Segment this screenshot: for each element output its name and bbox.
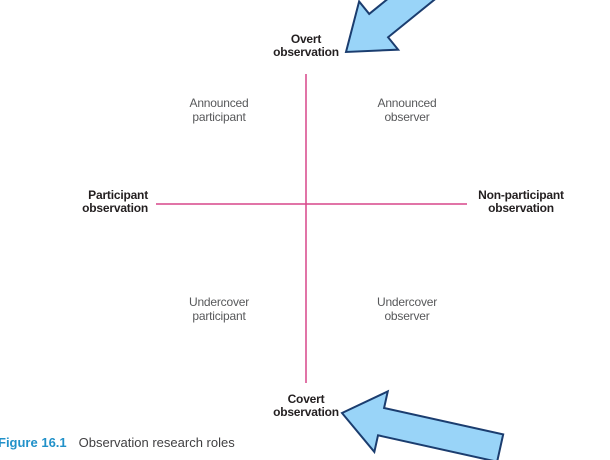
axis-label-non-participant-observation: Non-participant observation: [478, 188, 564, 215]
axis-label-overt-observation: Overt observation: [273, 32, 339, 59]
quadrant-label-announced-participant: Announced participant: [189, 96, 249, 124]
quadrant-label-undercover-participant: Undercover participant: [188, 295, 250, 323]
quadrant-label-announced-observer: Announced observer: [377, 96, 437, 124]
axis-label-participant-observation: Participant observation: [82, 188, 148, 215]
figure-caption-number: Figure 16.1: [0, 435, 67, 450]
quadrant-label-undercover-observer: Undercover observer: [376, 295, 438, 323]
figure-caption-text: Observation research roles: [78, 435, 235, 450]
covert-pointer-arrow-icon: [340, 389, 505, 460]
axis-label-covert-observation: Covert observation: [273, 392, 339, 419]
overt-pointer-arrow-icon: [344, 0, 474, 54]
figure-caption: Figure 16.1 Observation research roles: [0, 435, 235, 450]
